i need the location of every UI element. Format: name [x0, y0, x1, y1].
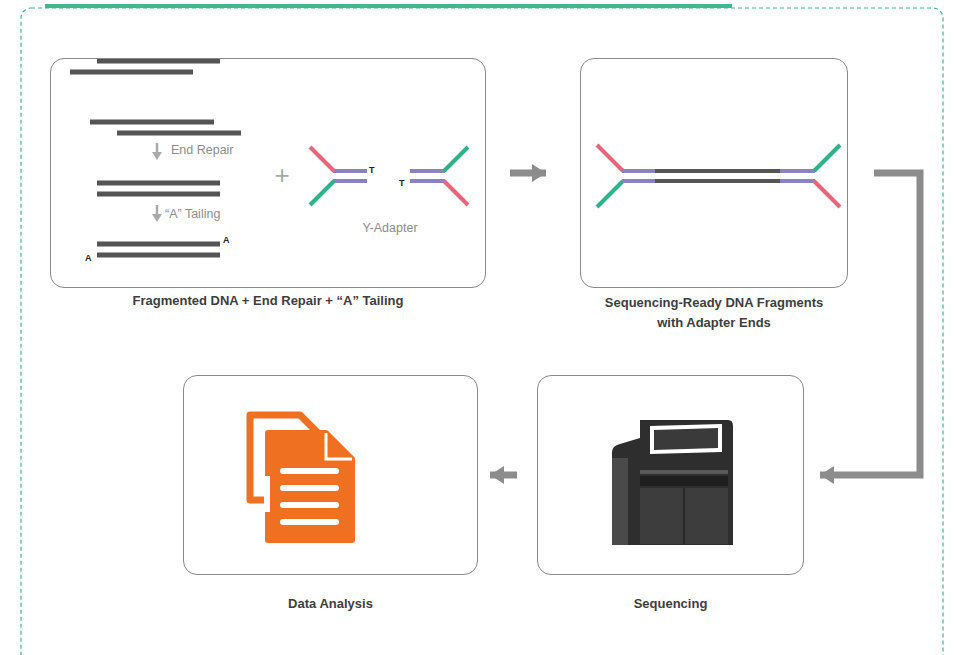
step-panel: Sequencing-Ready DNA Fragments with Adap… [580, 58, 848, 288]
annotation-label: T [369, 164, 375, 176]
annotation-label: End Repair [171, 142, 234, 158]
step-caption: Fragmented DNA + End Repair + “A” Tailin… [21, 291, 515, 311]
step-caption: Sequencing-Ready DNA Fragments with Adap… [601, 293, 827, 333]
dna-fragments [70, 61, 241, 255]
adapter-ligated-fragment [597, 145, 840, 207]
title-bar [45, 4, 732, 8]
step-caption: Data Analysis [154, 594, 507, 614]
y-adapters [310, 147, 468, 205]
annotation-label: Y-Adapter [362, 220, 417, 236]
document-icon [250, 415, 352, 540]
sequencer-icon [612, 420, 733, 545]
step-panel: Data Analysis [183, 375, 478, 575]
dashed-frame [21, 8, 943, 655]
step-panel: Sequencing [537, 375, 804, 575]
flow-arrow [510, 170, 546, 177]
annotation-label: “A” Tailing [165, 206, 220, 222]
annotation-label: T [399, 177, 405, 189]
annotation-label: A [223, 234, 230, 246]
step-panel: Fragmented DNA + End Repair + “A” Tailin… [50, 58, 486, 288]
annotation-label: A [85, 252, 92, 264]
step-caption: Sequencing [508, 594, 833, 614]
flow-arrow [490, 472, 517, 479]
step-arrows [152, 143, 162, 222]
annotation-label: + [274, 161, 289, 190]
flow-arrow [820, 173, 920, 475]
